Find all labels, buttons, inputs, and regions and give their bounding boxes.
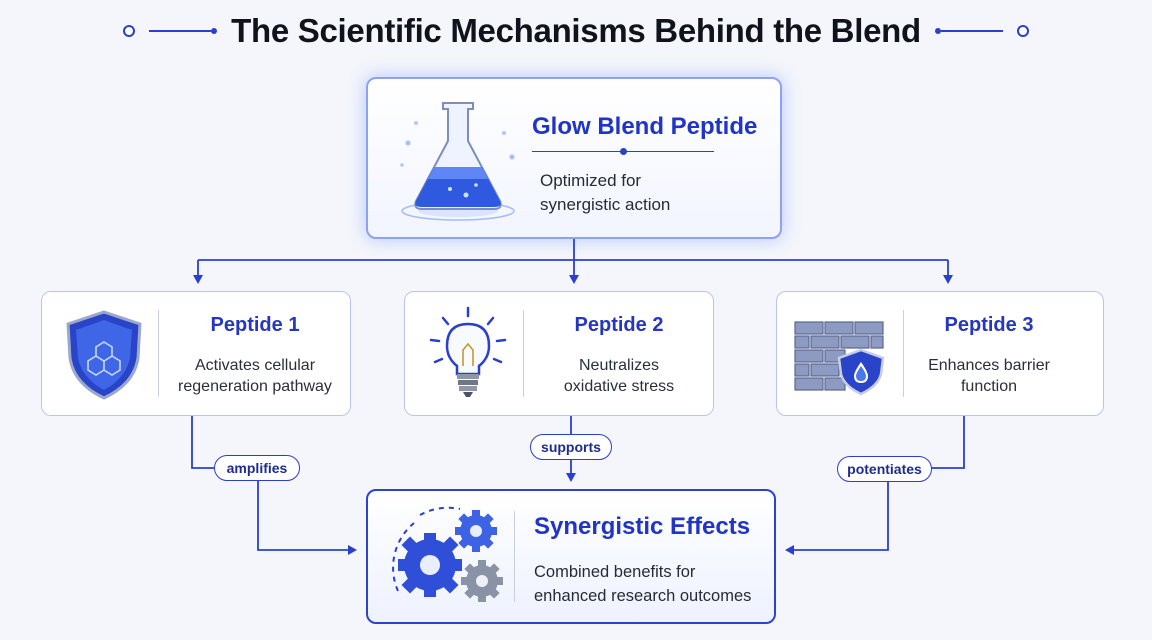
brick-wall-shield-icon (794, 321, 885, 396)
title-decoration-left (123, 25, 218, 37)
connector-label-amplifies: amplifies (214, 455, 300, 481)
main-card-description: Optimized for synergistic action (540, 171, 671, 214)
connector-peptide-3-to-result (785, 416, 965, 555)
peptide-1-description: Activates cellular regeneration pathway (178, 357, 332, 395)
synergistic-effects-card: Synergistic Effects Combined benefits fo… (366, 489, 776, 624)
peptide-2-card: Peptide 2 Neutralizes oxidative stress (404, 291, 714, 416)
glow-blend-card: Glow Blend Peptide Optimized for synergi… (366, 77, 782, 239)
peptide-3-description: Enhances barrier function (928, 357, 1050, 395)
connector-peptide-1-to-result (191, 416, 357, 555)
main-card-separator (532, 148, 714, 155)
shield-icon (66, 310, 142, 400)
page-title: The Scientific Mechanisms Behind the Ble… (231, 12, 921, 49)
connector-label-potentiates: potentiates (837, 456, 932, 482)
flask-icon (400, 102, 515, 221)
peptide-1-card: Peptide 1 Activates cellular regeneratio… (41, 291, 351, 416)
peptide-2-title: Peptide 2 (574, 314, 664, 336)
peptide-1-title: Peptide 1 (210, 314, 300, 336)
gears-icon (392, 506, 503, 602)
hex-node-icon (123, 25, 136, 37)
title-row: The Scientific Mechanisms Behind the Ble… (0, 8, 1152, 54)
lightbulb-icon (429, 306, 507, 397)
peptide-2-description: Neutralizes oxidative stress (563, 357, 675, 395)
peptide-3-card: Peptide 3 Enhances barrier function (776, 291, 1104, 416)
connector-label-supports: supports (530, 434, 612, 460)
hex-node-icon (1016, 25, 1029, 37)
title-decoration-right (934, 25, 1029, 37)
result-card-description: Combined benefits for enhanced research … (534, 563, 752, 605)
main-card-title: Glow Blend Peptide (532, 113, 758, 140)
result-card-title: Synergistic Effects (534, 513, 751, 540)
peptide-3-title: Peptide 3 (944, 314, 1034, 336)
